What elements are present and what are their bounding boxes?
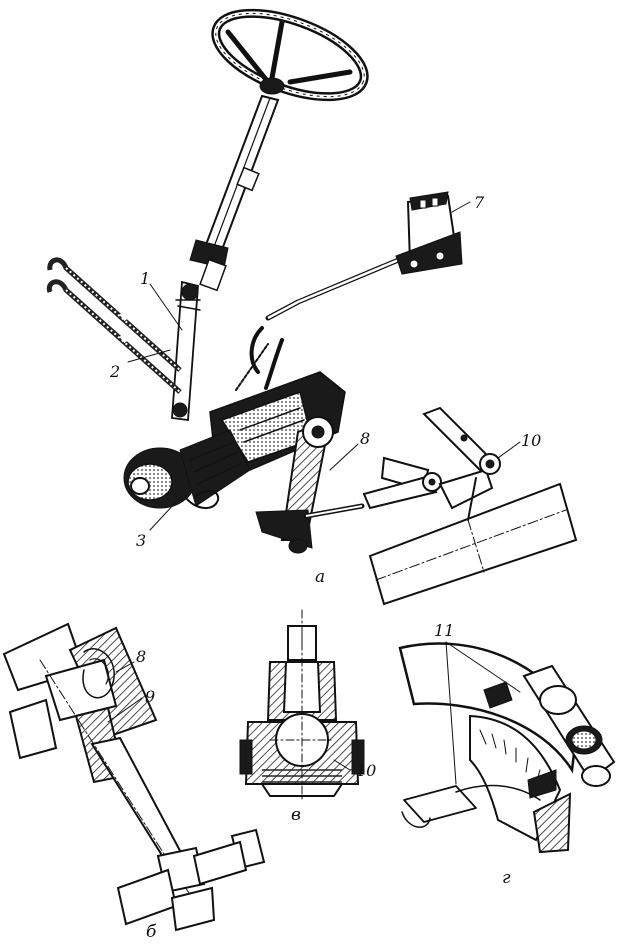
control-valve bbox=[395, 191, 463, 275]
callout-11: 11 bbox=[434, 621, 454, 640]
panel-label-b: б bbox=[146, 922, 157, 942]
callout-8-b: 8 bbox=[136, 647, 146, 666]
steering-column bbox=[189, 94, 280, 292]
callout-10: 10 bbox=[521, 431, 541, 450]
steering-wheel bbox=[211, 8, 369, 102]
front-axle-linkage bbox=[362, 406, 578, 606]
panel-g-quadrant bbox=[398, 641, 616, 854]
panel-label-g: г bbox=[502, 868, 511, 888]
intermediate-shaft bbox=[171, 280, 201, 422]
return-springs bbox=[46, 257, 182, 394]
callout-2: 2 bbox=[109, 362, 120, 381]
leader-lines-a bbox=[127, 201, 521, 531]
panel-label-a: а bbox=[315, 567, 325, 587]
callout-10-v: 10 bbox=[356, 761, 376, 780]
panel-v-ball-joint bbox=[239, 609, 365, 801]
panel-a-assembly bbox=[46, 8, 578, 606]
callout-9: 9 bbox=[145, 687, 155, 706]
callout-3: 3 bbox=[136, 531, 146, 550]
panel-label-v: в bbox=[291, 805, 301, 825]
callout-8: 8 bbox=[360, 429, 370, 448]
callout-1: 1 bbox=[140, 269, 150, 288]
pitman-arm bbox=[255, 416, 365, 554]
panel-b-section bbox=[2, 622, 266, 932]
hydraulic-lines bbox=[235, 253, 411, 391]
callout-7: 7 bbox=[474, 193, 485, 212]
steering-gearbox bbox=[123, 371, 346, 509]
